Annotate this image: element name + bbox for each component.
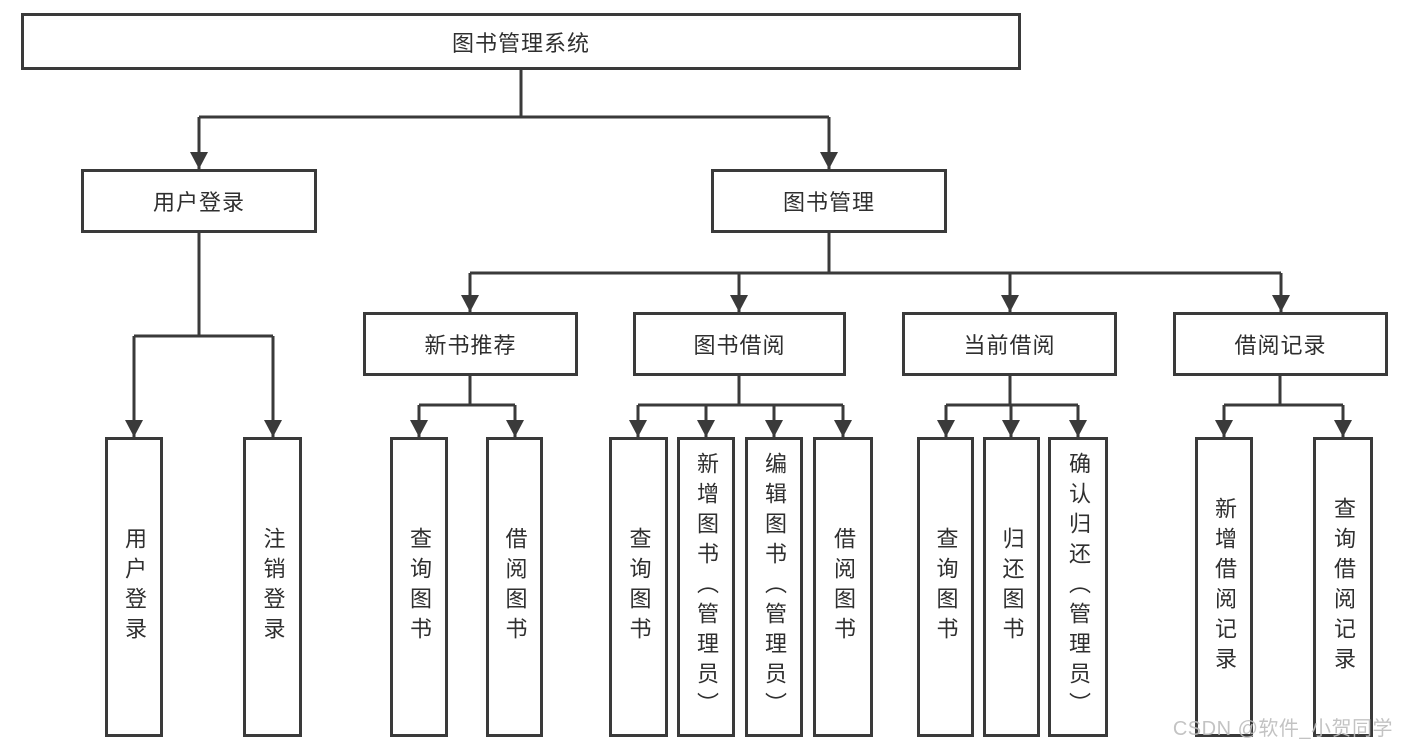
leaf-borrow-books-1: 借阅图书 [486,437,543,737]
elbow-borrow-records [1224,376,1343,407]
leaf-query-books-3: 查询图书 [917,437,974,737]
leaf-edit-books-admin: 编辑图书（管理员） [745,437,803,737]
leaf-query-books-1: 查询图书 [390,437,448,737]
leaf-logout: 注销登录 [243,437,302,737]
elbow-book-borrow [638,376,843,407]
leaf-add-books-admin: 新增图书（管理员） [677,437,735,737]
node-book-borrow: 图书借阅 [633,312,846,376]
elbow-book-mgmt [470,233,1281,275]
node-current-borrow: 当前借阅 [902,312,1117,376]
node-borrow-records: 借阅记录 [1173,312,1388,376]
elbow-user-login [134,233,273,338]
node-root: 图书管理系统 [21,13,1021,70]
leaf-query-books-2: 查询图书 [609,437,668,737]
leaf-add-borrow-record: 新增借阅记录 [1195,437,1253,737]
leaf-confirm-return-admin: 确认归还（管理员） [1048,437,1108,737]
leaf-query-borrow-record: 查询借阅记录 [1313,437,1373,737]
leaf-user-login: 用户登录 [105,437,163,737]
elbow-new-book-rec [419,376,515,407]
node-user-login: 用户登录 [81,169,317,233]
leaf-borrow-books-2: 借阅图书 [813,437,873,737]
elbow-current-borrow [946,376,1078,407]
watermark: CSDN @软件_小贺同学 [1172,718,1393,740]
leaf-return-books: 归还图书 [983,437,1040,737]
node-book-mgmt: 图书管理 [711,169,947,233]
node-new-book-rec: 新书推荐 [363,312,578,376]
elbow-root [199,70,829,119]
